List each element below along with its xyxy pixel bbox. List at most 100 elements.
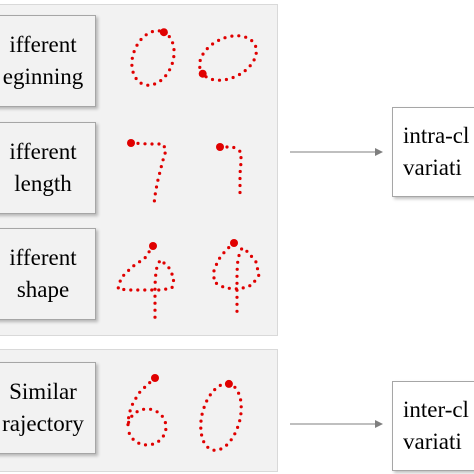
trajectory-dot: [153, 294, 157, 298]
trajectory-dot: [235, 295, 239, 299]
trajectory-dot: [238, 149, 242, 153]
trajectory-dot: [240, 247, 244, 251]
trajectory-dot: [219, 447, 223, 451]
trajectory-dot: [128, 409, 132, 413]
trajectory-dot: [170, 61, 174, 65]
trajectory-dot: [235, 281, 239, 285]
label-line: eginning: [2, 64, 84, 89]
trajectory-dot: [225, 443, 229, 447]
trajectory-dot: [130, 414, 134, 418]
trajectory-dot: [238, 183, 242, 188]
trajectory-dot: [132, 264, 136, 268]
trajectory-dot: [236, 260, 240, 264]
trajectory-dot: [139, 37, 143, 42]
trajectory-dot: [239, 405, 243, 409]
trajectory-dot: [137, 441, 141, 445]
trajectory-dot: [221, 285, 225, 289]
trajectory-dot: [170, 285, 174, 289]
trajectory-start-dot: [149, 242, 157, 250]
trajectory-dot: [158, 171, 162, 175]
trajectory-dot: [138, 390, 142, 394]
label-different-beginning: ifferent eginning: [0, 15, 96, 107]
trajectory-dot: [172, 48, 176, 52]
trajectory-dot: [155, 266, 159, 270]
trajectory-dot: [238, 190, 242, 195]
label-different-length: ifferent length: [0, 122, 96, 214]
label-line: shape: [16, 277, 70, 302]
result-intra-class-variation: intra-cl variati: [392, 107, 474, 197]
trajectory-dot: [254, 51, 258, 55]
trajectory-dot: [129, 288, 133, 292]
trajectory-dot: [146, 83, 150, 87]
trajectory-dot: [231, 75, 235, 80]
trajectory-dot: [153, 315, 157, 319]
trajectory-dot: [244, 35, 248, 39]
trajectory-dot: [157, 142, 161, 146]
trajectory-dot: [150, 30, 154, 34]
trajectory-dot: [237, 34, 241, 38]
trajectory-dot: [223, 36, 227, 40]
trajectory-dot: [199, 419, 203, 423]
trajectory-dot: [153, 192, 157, 196]
trajectory-dot: [131, 70, 135, 74]
trajectory-dot: [154, 273, 158, 277]
trajectory-start-dot: [224, 379, 233, 388]
trajectory-dot: [217, 38, 221, 43]
label-similar-trajectory: Similar rajectory: [0, 362, 96, 454]
trajectory-dot: [143, 385, 147, 389]
trajectory-dot: [222, 251, 226, 255]
trajectory-dot: [163, 151, 167, 155]
trajectory-dot: [167, 266, 171, 270]
result-line: variati: [403, 429, 462, 454]
trajectory-dot: [218, 256, 222, 260]
trajectory-dot: [143, 288, 147, 292]
trajectory-dot: [210, 77, 215, 82]
trajectory-dot: [127, 431, 131, 435]
trajectory-dot: [161, 434, 165, 438]
trajectory-dot: [127, 420, 131, 424]
trajectory-dot: [155, 410, 159, 414]
trajectory-dot: [162, 261, 166, 265]
trajectory-dot: [214, 281, 219, 285]
trajectory-dot: [135, 410, 139, 414]
trajectory-dot: [200, 412, 204, 416]
trajectory-dot: [150, 442, 155, 446]
trajectory-dot: [238, 176, 242, 181]
trajectory-dot: [135, 43, 139, 47]
trajectory-dot: [239, 398, 243, 402]
label-line: length: [14, 171, 72, 196]
trajectory-dot: [238, 419, 242, 423]
trajectory-dot: [122, 287, 126, 292]
trajectory-dot: [170, 272, 174, 276]
trajectory-dot: [157, 439, 161, 443]
trajectory-dot: [136, 288, 140, 292]
trajectory-dot: [235, 302, 239, 306]
trajectory-dot: [171, 41, 175, 45]
trajectory-dot: [249, 254, 254, 258]
trajectory-dot: [230, 34, 234, 38]
trajectory-dot: [118, 279, 122, 283]
trajectory-dot: [127, 268, 131, 272]
trajectory-dot: [153, 287, 157, 291]
trajectory-dot: [232, 145, 236, 150]
trajectory-dot: [153, 280, 157, 284]
trajectory-dot: [157, 260, 161, 264]
trajectory-dot: [252, 58, 256, 62]
trajectory-dot: [243, 69, 247, 73]
trajectory-dot: [150, 288, 154, 292]
trajectory-dot: [235, 309, 239, 313]
trajectory-dot: [238, 169, 242, 174]
label-line: ifferent: [9, 32, 77, 57]
label-line: ifferent: [9, 245, 77, 270]
trajectory-dot: [217, 78, 222, 82]
trajectory-dot: [235, 288, 239, 292]
trajectory-dot: [255, 267, 260, 271]
result-line: inter-cl: [403, 397, 469, 422]
trajectory-dot: [208, 393, 212, 397]
trajectory-dot: [212, 269, 216, 273]
trajectory-dot: [163, 421, 167, 425]
trajectory-dot: [160, 414, 164, 418]
trajectory-dot: [218, 383, 222, 387]
trajectory-dot: [159, 79, 163, 83]
trajectory-dot: [130, 402, 135, 406]
